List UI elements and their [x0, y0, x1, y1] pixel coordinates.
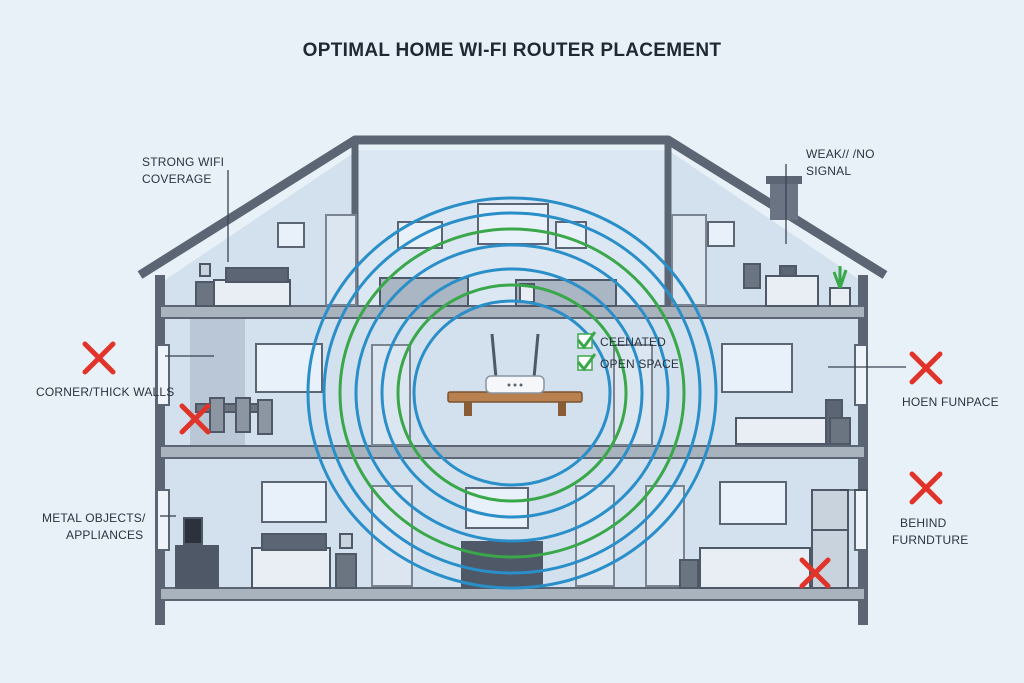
plant-leaves [832, 266, 848, 289]
label-corner-walls: CORNER/THICK WALLS [36, 385, 175, 399]
tv-cabinet [175, 545, 219, 589]
router-antenna [490, 333, 498, 379]
label-strong-wifi-line1: STRONG WIFI [142, 155, 224, 169]
bed [735, 417, 833, 445]
router-led [519, 383, 523, 387]
bed [213, 279, 291, 307]
lamp [339, 533, 353, 549]
cross-icon [82, 341, 116, 375]
label-metal-objects-line2: APPLIANCES [66, 528, 143, 542]
television [183, 517, 203, 545]
window [477, 203, 549, 245]
floor-middle [159, 445, 866, 459]
plant-pot [829, 287, 851, 307]
bed-headboard [225, 267, 289, 283]
bed-headboard [261, 533, 327, 551]
door [325, 214, 357, 306]
table-leg [464, 402, 472, 416]
check-icon [576, 353, 597, 372]
floor-ground [159, 587, 866, 601]
window [719, 481, 787, 525]
side-window [156, 344, 170, 406]
laptop [779, 265, 797, 277]
label-strong-wifi-line2: COVERAGE [142, 172, 212, 186]
desk [765, 275, 819, 307]
diagram-title: OPTIMAL HOME WI-FI ROUTER PLACEMENT [303, 40, 722, 61]
windows [255, 203, 793, 529]
leader-lines [160, 164, 906, 517]
label-open-space: OPEN SPACE [600, 357, 679, 371]
cabinet [461, 541, 543, 589]
label-weak-signal-line2: SIGNAL [806, 164, 851, 178]
router-on-table [447, 333, 583, 416]
wifi-ring-inner [412, 299, 612, 487]
window [707, 221, 735, 247]
chair [743, 263, 761, 289]
wifi-ring [396, 283, 628, 503]
label-behind-furniture-line1: BEHIND [900, 516, 947, 530]
floor-attic [159, 305, 866, 319]
side-window [854, 344, 868, 406]
check-list: CEENATED OPEN SPACE [576, 331, 679, 372]
nightstand [195, 281, 215, 307]
nightstand [829, 417, 851, 445]
lamp [199, 263, 211, 277]
side-window [854, 489, 868, 551]
wifi-ring [338, 227, 686, 559]
cross-markers [82, 341, 943, 589]
sofa [699, 547, 811, 589]
cross-icon [909, 351, 943, 385]
cross-icon [799, 557, 831, 589]
label-weak-signal-line1: WEAK// /NO [806, 147, 875, 161]
bed [251, 547, 331, 589]
window [721, 343, 793, 393]
router-led [513, 383, 517, 387]
label-hoen-funpace: HOEN FUNPACE [902, 395, 999, 409]
chimney [770, 180, 798, 220]
dining-chair [257, 399, 273, 435]
door [671, 214, 707, 306]
dining-chair [235, 397, 251, 433]
wifi-ring [322, 211, 702, 575]
side-table [679, 559, 699, 589]
wifi-ring-outer [306, 196, 718, 590]
wifi-ring [380, 267, 644, 519]
router-antenna [532, 333, 540, 379]
label-behind-furniture-line2: FURNDTURE [892, 533, 968, 547]
router-icon [485, 333, 545, 394]
nightstand [335, 553, 357, 589]
table-leg [558, 402, 566, 416]
chimney-cap [766, 176, 802, 184]
router-led [507, 383, 511, 387]
wifi-coverage-rings [306, 196, 718, 590]
label-centered: CEENATED [600, 335, 666, 349]
cross-icon [909, 471, 943, 505]
cross-icon [179, 403, 211, 435]
window [465, 487, 529, 529]
door [645, 485, 685, 587]
check-icon [576, 331, 597, 350]
window [261, 481, 327, 523]
callout-labels: STRONG WIFI COVERAGE WEAK// /NO SIGNAL C… [36, 147, 999, 547]
wifi-ring [354, 243, 670, 543]
doors [325, 214, 707, 587]
window [277, 222, 305, 248]
side-window [156, 489, 170, 551]
label-metal-objects-line1: METAL OBJECTS/ [42, 511, 146, 525]
dining-chair [209, 397, 225, 433]
